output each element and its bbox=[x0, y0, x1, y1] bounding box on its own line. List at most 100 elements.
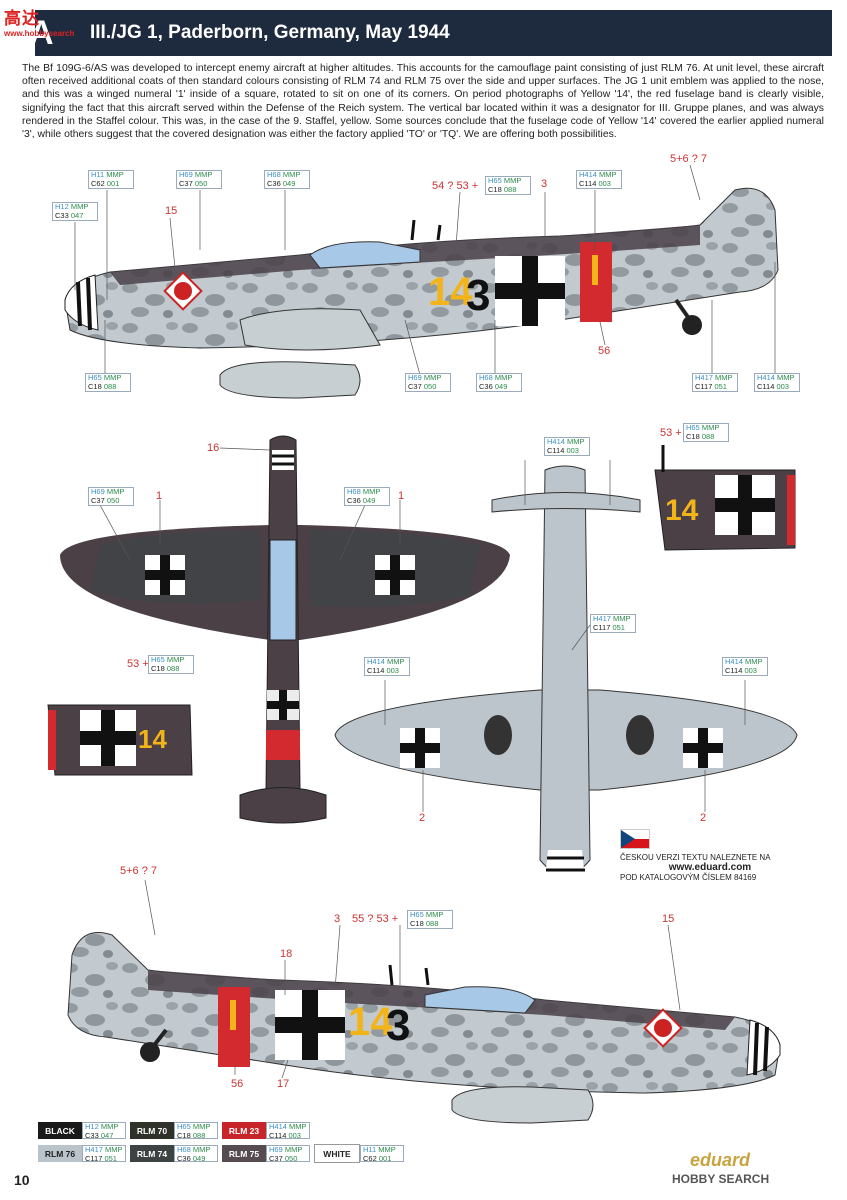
humbrol-code: H68 bbox=[267, 170, 281, 179]
ref-16: 16 bbox=[207, 442, 220, 454]
ref-5-6-7-bottom: 5+6 ? 7 bbox=[120, 865, 158, 877]
gunze-code: C114 bbox=[579, 178, 597, 188]
gunze-code: C18 bbox=[410, 918, 424, 928]
page-title: III./JG 1, Paderborn, Germany, May 1944 bbox=[90, 22, 450, 43]
humbrol-code: H65 bbox=[488, 176, 502, 185]
mmp-code: 001 bbox=[106, 178, 120, 188]
humbrol-code: H65 bbox=[410, 910, 424, 919]
balkenkreuz-fuselage bbox=[495, 256, 565, 326]
mmp-label: MMP bbox=[362, 487, 381, 496]
humbrol-code: H414 bbox=[725, 657, 743, 666]
mmp-label: MMP bbox=[777, 373, 795, 382]
gunze-code: C117 bbox=[593, 622, 611, 632]
mmp-code: 088 bbox=[503, 184, 517, 194]
mmp-label: MMP bbox=[599, 170, 617, 179]
right-side-profile: 14 3 bbox=[67, 932, 781, 1124]
humbrol-code: H417 bbox=[593, 614, 611, 623]
page-number: 10 bbox=[14, 1172, 30, 1188]
legend-color-name: BLACK bbox=[38, 1122, 82, 1139]
mmp-code: 049 bbox=[362, 495, 376, 505]
tail-code-left: 14 bbox=[138, 724, 167, 754]
mmp-code: 047 bbox=[70, 210, 84, 220]
mmp-label: MMP bbox=[567, 437, 585, 446]
mmp-code: 049 bbox=[282, 178, 296, 188]
gunze-code: C114 bbox=[367, 665, 385, 675]
mmp-label: MMP bbox=[613, 614, 631, 623]
humbrol-code: H65 bbox=[151, 655, 165, 664]
mmp-label: MMP bbox=[103, 373, 122, 382]
legend-color-name: RLM 75 bbox=[222, 1145, 266, 1162]
humbrol-code: H12 bbox=[55, 202, 69, 211]
gunze-code: C36 bbox=[479, 381, 493, 391]
callout-lines-top bbox=[74, 164, 776, 376]
black-code-3-right: 3 bbox=[386, 1001, 410, 1050]
ref-1-right: 1 bbox=[398, 490, 405, 502]
title-bar: A III./JG 1, Paderborn, Germany, May 194… bbox=[29, 10, 832, 56]
humbrol-code: H69 bbox=[408, 373, 422, 382]
yellow-code-14-right: 14 bbox=[348, 1000, 393, 1044]
ref-3-top: 3 bbox=[541, 178, 548, 190]
mmp-label: MMP bbox=[425, 910, 444, 919]
top-view bbox=[60, 435, 510, 824]
gunze-code: C37 bbox=[408, 381, 422, 391]
tail-code-right: 14 bbox=[665, 494, 699, 527]
humbrol-code: H68 bbox=[479, 373, 493, 382]
mmp-code: 050 bbox=[194, 178, 208, 188]
mmp-label: MMP bbox=[387, 657, 405, 666]
gunze-code: C36 bbox=[267, 178, 281, 188]
ref-17: 17 bbox=[277, 1078, 290, 1090]
underwing-cross-right bbox=[683, 728, 723, 768]
gunze-code: C18 bbox=[686, 431, 700, 441]
gunze-code: C37 bbox=[179, 178, 193, 188]
mmp-label: MMP bbox=[701, 423, 720, 432]
tail-fin-left-detail: 14 bbox=[47, 704, 193, 776]
mmp-code: 050 bbox=[106, 495, 120, 505]
mmp-label: MMP bbox=[423, 373, 442, 382]
humbrol-code: H414 bbox=[757, 373, 775, 382]
legend-color-name: RLM 23 bbox=[222, 1122, 266, 1139]
czech-flag-icon bbox=[620, 829, 650, 849]
eduard-logo: eduard bbox=[690, 1150, 751, 1170]
humbrol-code: H414 bbox=[547, 437, 565, 446]
mmp-code: 049 bbox=[494, 381, 508, 391]
humbrol-code: H417 bbox=[695, 373, 713, 382]
mmp-code: 003 bbox=[386, 665, 399, 675]
humbrol-code: H65 bbox=[686, 423, 700, 432]
gunze-code: C18 bbox=[488, 184, 502, 194]
mmp-label: MMP bbox=[166, 655, 185, 664]
yellow-code-14: 14 bbox=[428, 270, 473, 314]
gunze-code: C62 bbox=[91, 178, 105, 188]
underside-view bbox=[334, 465, 798, 885]
ref-2-left: 2 bbox=[419, 812, 426, 824]
humbrol-code: H414 bbox=[367, 657, 385, 666]
ref-53-tail-left: 53 + bbox=[127, 658, 149, 670]
mmp-label: MMP bbox=[503, 176, 522, 185]
